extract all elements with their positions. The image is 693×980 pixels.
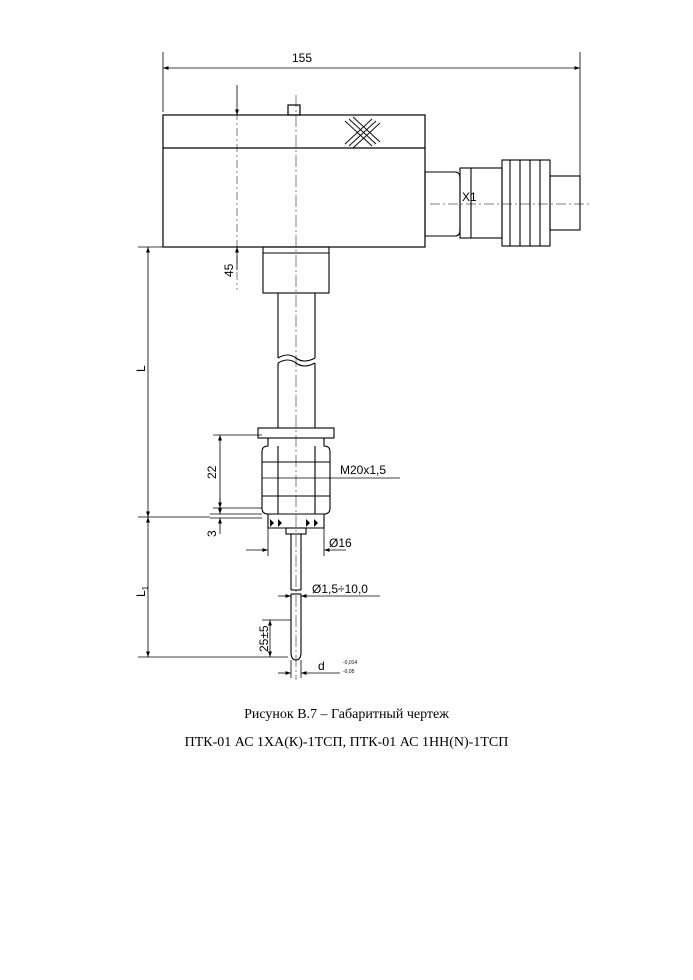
thread-label: M20x1,5 bbox=[340, 463, 386, 477]
dimension-head-label: 45 bbox=[222, 263, 236, 277]
dimension-d bbox=[278, 660, 340, 678]
dimension-l1-main: L bbox=[134, 590, 148, 597]
dimension-width bbox=[162, 52, 581, 178]
dimension-l1 bbox=[138, 517, 288, 658]
dimension-diam-probe-label: Ø1,5÷10,0 bbox=[312, 582, 368, 596]
tolerance-upper: -0,014 bbox=[343, 660, 357, 666]
hex-teeth bbox=[270, 519, 318, 527]
dimension-tip bbox=[262, 619, 291, 657]
dimension-thread bbox=[213, 434, 262, 509]
tolerance-lower: -0,05 bbox=[343, 669, 355, 675]
x-mark-icon bbox=[344, 116, 381, 149]
figure-caption: Рисунок В.7 – Габаритный чертеж bbox=[244, 707, 449, 722]
dimension-l-label: L bbox=[134, 365, 148, 372]
neck bbox=[262, 246, 330, 294]
dimension-width-label: 155 bbox=[292, 51, 312, 65]
dimension-d-label: d bbox=[318, 659, 325, 673]
head-housing bbox=[162, 104, 426, 248]
dimension-l bbox=[138, 246, 210, 518]
dimension-l1-label: L1 bbox=[134, 585, 150, 597]
dimension-gap-label: 3 bbox=[205, 530, 219, 537]
dimension-tip-label: 25±5 bbox=[257, 625, 271, 652]
stem bbox=[277, 293, 316, 428]
dimension-diam-body-label: Ø16 bbox=[329, 536, 352, 550]
cable-connector bbox=[424, 159, 581, 247]
dimension-diam-body bbox=[246, 528, 346, 556]
connector-label: X1 bbox=[462, 190, 477, 204]
probe bbox=[285, 527, 307, 661]
figure-subcaption: ПТК-01 АС 1ХА(К)-1ТСП, ПТК-01 АС 1НН(N)-… bbox=[184, 735, 509, 750]
dimension-l1-sub: 1 bbox=[141, 585, 150, 590]
dimension-gap bbox=[210, 498, 262, 534]
dimension-thread-label: 22 bbox=[205, 465, 219, 479]
